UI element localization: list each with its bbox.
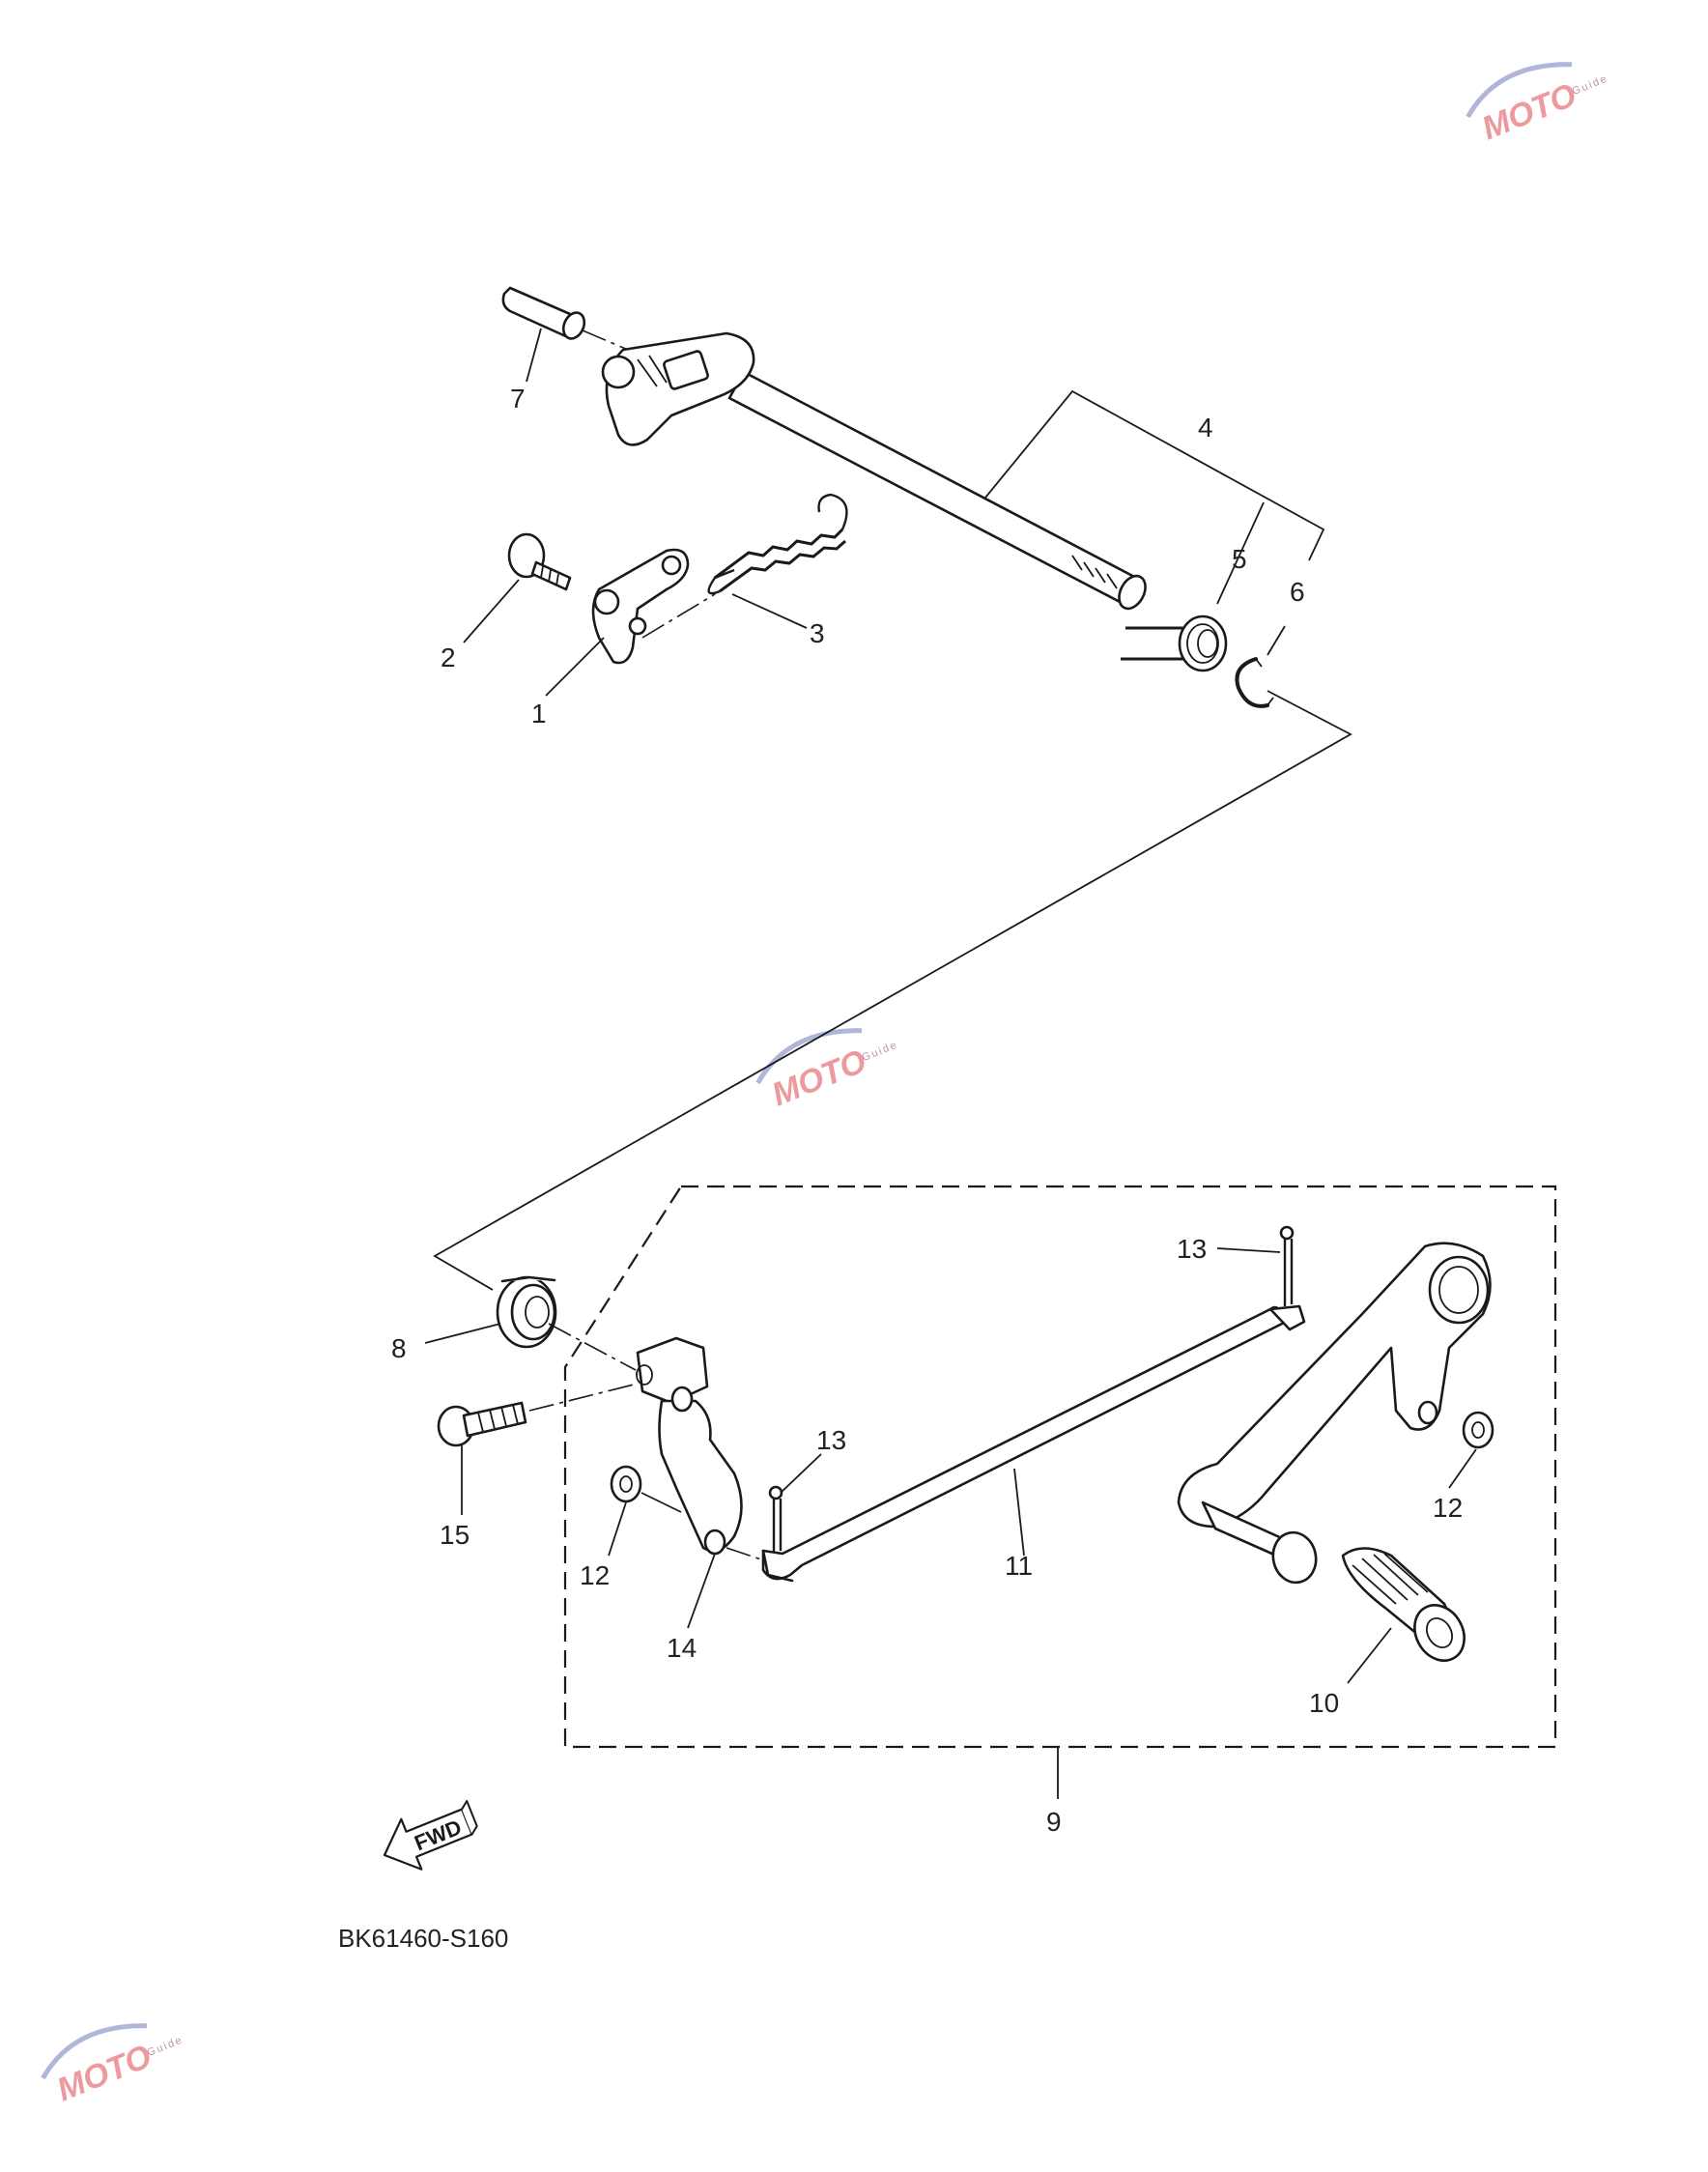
label-11: 11	[1005, 1551, 1033, 1581]
part-12-washer-left	[610, 1465, 682, 1513]
label-15: 15	[440, 1520, 470, 1550]
part-8-oil-seal	[496, 1275, 637, 1371]
label-5: 5	[1232, 544, 1247, 574]
part-1-lever	[591, 548, 716, 665]
assembly-connector-line	[433, 690, 1352, 1291]
label-12-right: 12	[1433, 1493, 1463, 1523]
diagram-code: BK61460-S160	[338, 1924, 508, 1953]
label-9: 9	[1046, 1807, 1062, 1837]
part-13-cotter-pin-right	[1279, 1225, 1295, 1306]
label-10: 10	[1309, 1688, 1339, 1718]
svg-text:Guide: Guide	[861, 1039, 900, 1064]
part-5-torsion-spring	[1121, 614, 1228, 672]
label-7: 7	[510, 384, 526, 414]
label-12-left: 12	[580, 1560, 610, 1590]
svg-text:Guide: Guide	[146, 2034, 185, 2059]
fwd-arrow-icon: FWD	[383, 1799, 478, 1871]
label-8: 8	[391, 1333, 407, 1363]
part-3-spring	[707, 493, 848, 595]
label-13-right: 13	[1177, 1234, 1207, 1264]
label-3: 3	[810, 618, 825, 648]
part-14-shift-arm	[636, 1336, 774, 1564]
label-4: 4	[1198, 413, 1213, 443]
part-10-pedal-rubber	[1341, 1547, 1466, 1662]
leader-4-bracket	[984, 389, 1325, 561]
part-15-bolt	[437, 1383, 639, 1447]
svg-text:Guide: Guide	[1571, 72, 1610, 98]
label-2: 2	[441, 643, 456, 672]
part-4-shift-shaft	[601, 331, 1147, 611]
part-7-pin	[501, 286, 629, 351]
label-14: 14	[667, 1633, 697, 1663]
part-12-washer-right	[1462, 1411, 1494, 1449]
shift-pedal-arm	[1177, 1242, 1492, 1585]
watermark-logo-top: MOTO Guide	[1466, 62, 1610, 147]
part-6-circlip	[1235, 657, 1274, 708]
label-6: 6	[1290, 577, 1305, 607]
label-1: 1	[531, 699, 547, 729]
label-13-left: 13	[816, 1425, 846, 1455]
part-11-shift-rod	[761, 1304, 1306, 1583]
part-2-screw	[507, 532, 572, 591]
watermark-logo-bottom: MOTO Guide	[41, 2023, 185, 2108]
part-13-cotter-pin-left	[768, 1485, 783, 1554]
